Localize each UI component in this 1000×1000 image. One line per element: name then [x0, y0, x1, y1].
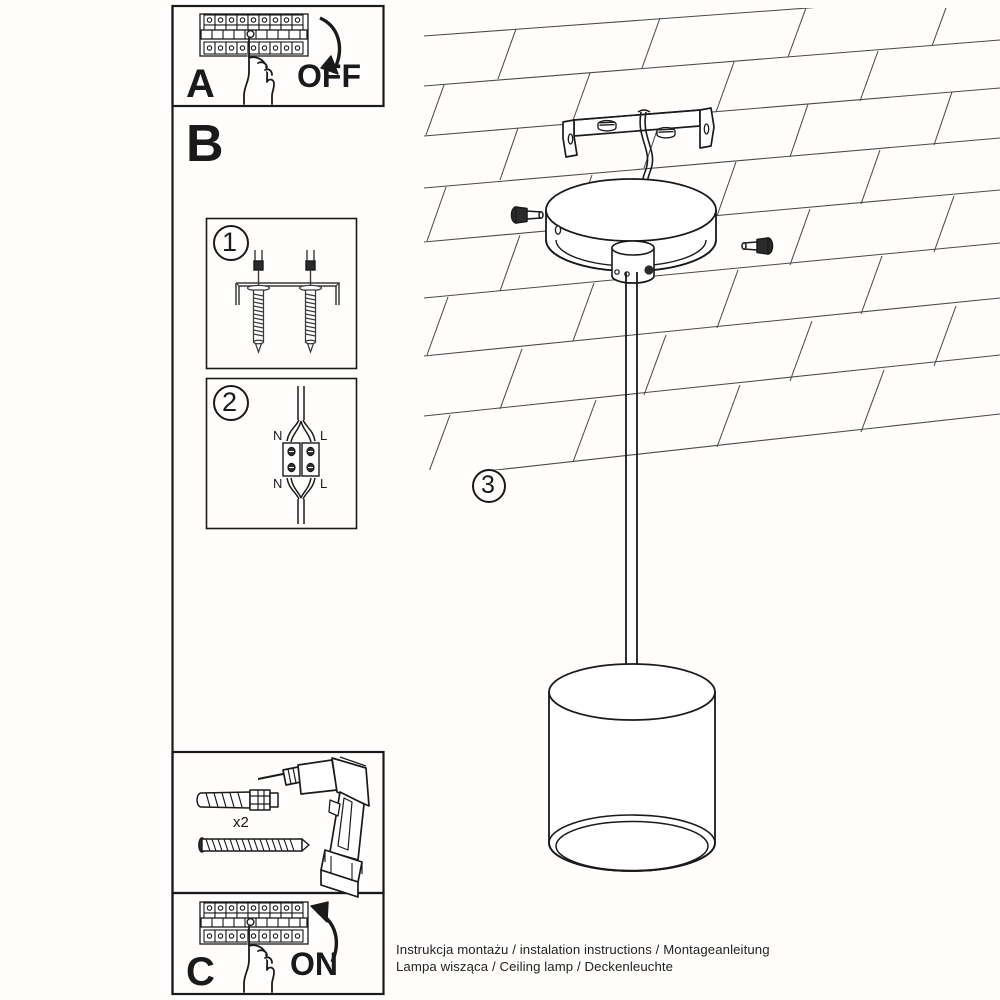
rod-connector: [611, 240, 655, 284]
suspension-rod: [625, 272, 638, 681]
terminal-label-top-n: N: [273, 428, 283, 443]
panel-c-action-label: ON: [290, 946, 338, 982]
ceiling-mounting-bracket: [562, 107, 715, 158]
panel-frames: [171, 4, 385, 996]
tools-quantity-label: x2: [233, 814, 249, 831]
step3-number: 3: [481, 471, 495, 499]
mounting-screw-left: [510, 206, 544, 224]
diffuser-rim: [548, 814, 716, 872]
panel-c-illustration: [199, 901, 338, 993]
terminal-label-bottom-n: N: [273, 476, 283, 491]
panel-c-letter: C: [186, 950, 215, 994]
panel-b-letter: B: [186, 115, 224, 173]
panel-a-illustration: [199, 13, 342, 105]
ceiling-brick-pattern: [424, 8, 1000, 470]
cylindrical-lamp-shade: [548, 663, 716, 872]
panel-a-letter: A: [186, 62, 215, 106]
terminal-label-top-l: L: [320, 428, 328, 443]
step2-number: 2: [222, 387, 238, 417]
tools-illustration: [196, 756, 370, 898]
step3-marker-circle: [472, 469, 506, 503]
footer-line-2: Lampa wisząca / Ceiling lamp / Deckenleu…: [396, 959, 674, 974]
panel-a-action-label: OFF: [297, 58, 361, 94]
mounting-screw-right: [741, 237, 774, 255]
step1-number: 1: [222, 227, 238, 257]
step2-illustration: [213, 385, 320, 524]
step1-illustration: [213, 225, 340, 354]
terminal-label-bottom-l: L: [320, 476, 328, 491]
footer-line-1: Instrukcja montażu / instalation instruc…: [396, 942, 770, 957]
